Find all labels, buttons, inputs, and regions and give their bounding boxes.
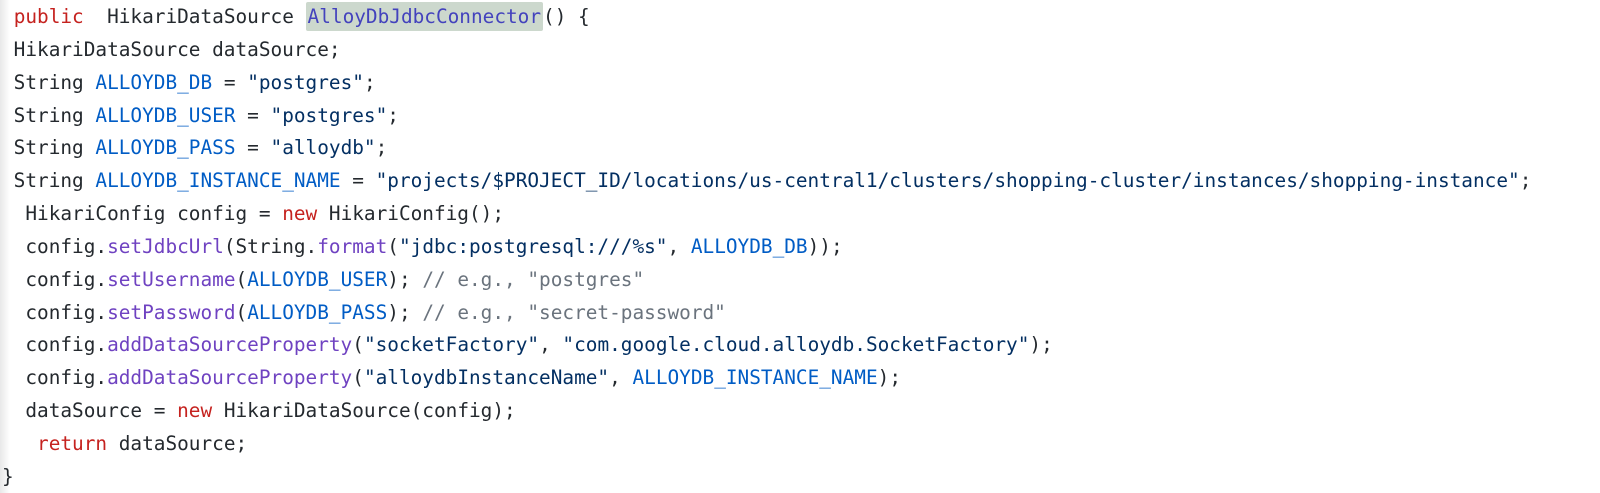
code-token-plain: dataSource; <box>107 431 248 455</box>
code-token-string: "postgres" <box>270 103 388 127</box>
code-token-plain: ); <box>877 366 901 390</box>
code-line: config.setPassword(ALLOYDB_PASS); // e.g… <box>2 297 1600 330</box>
code-token-plain: ; <box>363 70 376 94</box>
code-token-constant: ALLOYDB_USER <box>247 267 388 291</box>
code-token-string: "postgres" <box>247 70 364 94</box>
code-token-plain: config. <box>2 300 108 324</box>
code-token-string: "alloydb" <box>270 136 376 160</box>
code-token-string: "socketFactory" <box>363 333 540 357</box>
code-token-constant: ALLOYDB_PASS <box>95 136 236 160</box>
code-token-plain: ; <box>375 136 388 160</box>
code-line: public HikariDataSource AlloyDbJdbcConne… <box>2 1 1600 34</box>
code-token-plain: HikariConfig config = <box>2 202 283 226</box>
highlighted-function-name: AlloyDbJdbcConnector <box>305 2 544 31</box>
code-line: config.addDataSourceProperty("alloydbIns… <box>2 362 1600 395</box>
code-token-plain: )); <box>807 234 843 258</box>
code-line: String ALLOYDB_PASS = "alloydb"; <box>2 132 1600 165</box>
code-token-plain: = <box>340 169 376 193</box>
code-token-plain: () { <box>543 5 590 28</box>
code-line: dataSource = new HikariDataSource(config… <box>2 395 1600 428</box>
code-token-string: "com.google.cloud.alloydb.SocketFactory" <box>562 333 1030 357</box>
code-token-constant: ALLOYDB_INSTANCE_NAME <box>95 169 341 193</box>
code-token-string: "jdbc:postgresql:///%s" <box>398 234 668 258</box>
code-token-string: "projects/$PROJECT_ID/locations/us-centr… <box>375 169 1520 193</box>
code-token-constant: ALLOYDB_INSTANCE_NAME <box>632 366 878 390</box>
code-token-plain: HikariDataSource <box>83 5 306 28</box>
code-token-plain: HikariDataSource dataSource; <box>2 37 341 61</box>
code-token-plain: = <box>235 136 271 160</box>
code-token-plain: ; <box>387 103 399 127</box>
code-line: config.setUsername(ALLOYDB_USER); // e.g… <box>2 264 1600 297</box>
code-token-plain: } <box>2 464 14 488</box>
code-token-keyword: return <box>37 431 108 455</box>
code-token-plain: , <box>539 333 563 357</box>
code-token-method: setPassword <box>107 300 236 324</box>
code-token-plain: ); <box>1029 333 1053 357</box>
code-token-string: "alloydbInstanceName" <box>363 366 610 390</box>
code-line: return dataSource; <box>2 428 1600 461</box>
code-line: HikariDataSource dataSource; <box>2 34 1600 67</box>
code-token-plain: = <box>235 103 271 127</box>
code-token-keyword: new <box>177 399 213 423</box>
code-token-constant: ALLOYDB_USER <box>95 103 236 127</box>
code-token-method: format <box>317 234 388 258</box>
code-token-plain: String <box>2 169 96 193</box>
code-token-plain: dataSource = <box>2 399 178 423</box>
code-token-plain: ); <box>387 267 423 291</box>
code-token-plain: String <box>2 136 96 160</box>
code-token-plain: (String. <box>223 234 318 258</box>
code-token-plain: config. <box>2 234 108 258</box>
code-token-plain: HikariDataSource(config); <box>212 399 516 423</box>
code-token-keyword: new <box>282 202 318 226</box>
code-line: config.addDataSourceProperty("socketFact… <box>2 329 1600 362</box>
code-line: HikariConfig config = new HikariConfig()… <box>2 198 1600 231</box>
code-token-plain: = <box>212 70 248 94</box>
code-line: String ALLOYDB_USER = "postgres"; <box>2 100 1600 133</box>
code-token-plain: ; <box>1519 169 1532 193</box>
code-token-plain: String <box>2 70 96 94</box>
code-token-plain: config. <box>2 333 108 357</box>
code-token-plain: , <box>609 366 633 390</box>
code-line: } <box>2 461 1600 493</box>
code-token-comment: // e.g., "postgres" <box>422 267 645 291</box>
code-token-plain: ( <box>352 366 364 390</box>
code-token-plain: config. <box>2 366 108 390</box>
code-line: config.setJdbcUrl(String.format("jdbc:po… <box>2 231 1600 264</box>
code-token-constant: ALLOYDB_DB <box>95 70 213 94</box>
code-token-plain: config. <box>2 267 108 291</box>
code-token-method: addDataSourceProperty <box>107 333 353 357</box>
code-token-plain: ); <box>387 300 423 324</box>
code-token-plain: ( <box>235 300 248 324</box>
code-token-method: addDataSourceProperty <box>107 366 353 390</box>
code-token-method: setJdbcUrl <box>107 234 224 258</box>
code-token-plain <box>2 432 37 455</box>
code-token-plain: , <box>667 234 691 258</box>
code-token-constant: ALLOYDB_DB <box>690 234 808 258</box>
code-line: String ALLOYDB_DB = "postgres"; <box>2 67 1600 100</box>
code-token-constant: ALLOYDB_PASS <box>247 300 388 324</box>
code-token-keyword: public <box>13 5 84 28</box>
code-token-comment: // e.g., "secret-password" <box>422 300 726 324</box>
code-token-plain: ( <box>235 267 248 291</box>
code-token-plain: String <box>2 103 96 127</box>
code-token-plain: HikariConfig(); <box>317 202 505 226</box>
code-token-plain: ( <box>387 234 399 258</box>
code-token-plain <box>2 5 14 28</box>
code-token-plain: ( <box>352 333 364 357</box>
code-line: String ALLOYDB_INSTANCE_NAME = "projects… <box>2 165 1600 198</box>
code-token-method: setUsername <box>107 267 236 291</box>
